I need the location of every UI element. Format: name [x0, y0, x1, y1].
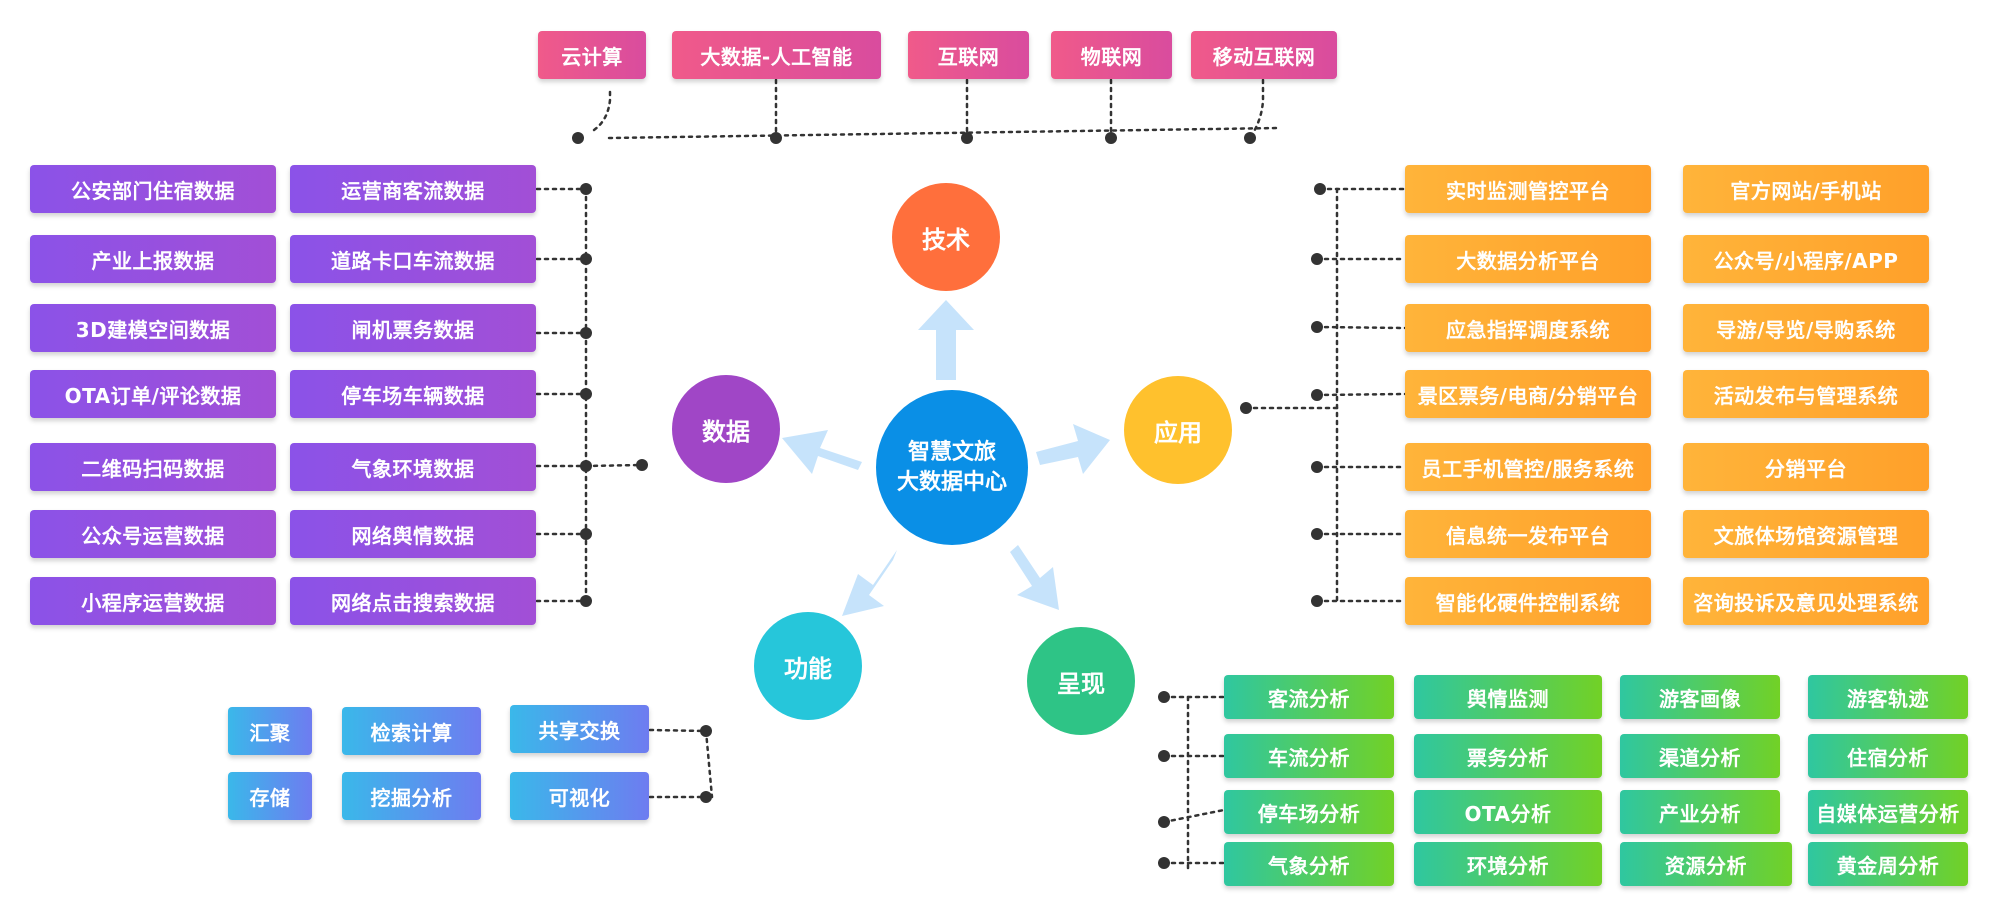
- data-item: 小程序运营数据: [30, 577, 276, 625]
- arrow-down-right: [1010, 545, 1059, 610]
- tech-item-bigdata-ai: 大数据-人工智能: [672, 31, 881, 79]
- show-item: 黄金周分析: [1808, 842, 1968, 886]
- func-item: 共享交换: [510, 705, 649, 753]
- show-item: 舆情监测: [1414, 675, 1602, 719]
- arrow-up: [918, 300, 974, 380]
- show-item: 气象分析: [1224, 842, 1394, 886]
- app-item: 公众号/小程序/APP: [1683, 235, 1929, 283]
- app-item: 景区票务/电商/分销平台: [1405, 370, 1651, 418]
- arrow-left: [782, 430, 862, 474]
- show-item: 资源分析: [1620, 842, 1792, 886]
- func-item: 检索计算: [342, 707, 481, 755]
- center-title-line1: 智慧文旅: [907, 439, 996, 465]
- show-item: 车流分析: [1224, 734, 1394, 778]
- app-item: 文旅体场馆资源管理: [1683, 510, 1929, 558]
- func-item: 可视化: [510, 772, 649, 820]
- hub-func: 功能: [754, 612, 862, 720]
- data-item: 道路卡口车流数据: [290, 235, 536, 283]
- data-item: 3D建模空间数据: [30, 304, 276, 352]
- show-item: 渠道分析: [1620, 734, 1780, 778]
- app-item: 应急指挥调度系统: [1405, 304, 1651, 352]
- app-item: 官方网站/手机站: [1683, 165, 1929, 213]
- tech-item-internet: 互联网: [908, 31, 1029, 79]
- app-item: 智能化硬件控制系统: [1405, 577, 1651, 625]
- app-item: 咨询投诉及意见处理系统: [1683, 577, 1929, 625]
- app-item: 实时监测管控平台: [1405, 165, 1651, 213]
- data-item: 网络点击搜索数据: [290, 577, 536, 625]
- app-item: 分销平台: [1683, 443, 1929, 491]
- func-item: 存储: [228, 772, 312, 820]
- show-item: 停车场分析: [1224, 790, 1394, 834]
- func-item: 汇聚: [228, 707, 312, 755]
- app-item: 活动发布与管理系统: [1683, 370, 1929, 418]
- app-item: 大数据分析平台: [1405, 235, 1651, 283]
- hub-show: 呈现: [1027, 627, 1135, 735]
- data-item: OTA订单/评论数据: [30, 370, 276, 418]
- data-item: 公众号运营数据: [30, 510, 276, 558]
- tech-item-cloud: 云计算: [538, 31, 646, 79]
- data-item: 二维码扫码数据: [30, 443, 276, 491]
- data-item: 运营商客流数据: [290, 165, 536, 213]
- center-title-line2: 大数据中心: [896, 469, 1007, 495]
- show-item: 自媒体运营分析: [1808, 790, 1968, 834]
- arrow-down-left: [842, 550, 897, 616]
- tech-item-mobile-internet: 移动互联网: [1191, 31, 1337, 79]
- show-item: 游客轨迹: [1808, 675, 1968, 719]
- tech-item-iot: 物联网: [1051, 31, 1172, 79]
- hub-app: 应用: [1124, 376, 1232, 484]
- center-circle: 智慧文旅 大数据中心: [876, 390, 1028, 545]
- func-item: 挖掘分析: [342, 772, 481, 820]
- show-item: 票务分析: [1414, 734, 1602, 778]
- app-item: 导游/导览/导购系统: [1683, 304, 1929, 352]
- data-item: 公安部门住宿数据: [30, 165, 276, 213]
- show-item: 客流分析: [1224, 675, 1394, 719]
- arrow-right: [1036, 424, 1110, 474]
- data-item: 产业上报数据: [30, 235, 276, 283]
- show-item: 住宿分析: [1808, 734, 1968, 778]
- data-item: 闸机票务数据: [290, 304, 536, 352]
- data-item: 停车场车辆数据: [290, 370, 536, 418]
- data-item: 气象环境数据: [290, 443, 536, 491]
- show-item: 游客画像: [1620, 675, 1780, 719]
- show-item: OTA分析: [1414, 790, 1602, 834]
- app-item: 信息统一发布平台: [1405, 510, 1651, 558]
- hub-tech: 技术: [892, 183, 1000, 291]
- show-item: 产业分析: [1620, 790, 1780, 834]
- hub-data: 数据: [672, 375, 780, 483]
- app-item: 员工手机管控/服务系统: [1405, 443, 1651, 491]
- show-item: 环境分析: [1414, 842, 1602, 886]
- data-item: 网络舆情数据: [290, 510, 536, 558]
